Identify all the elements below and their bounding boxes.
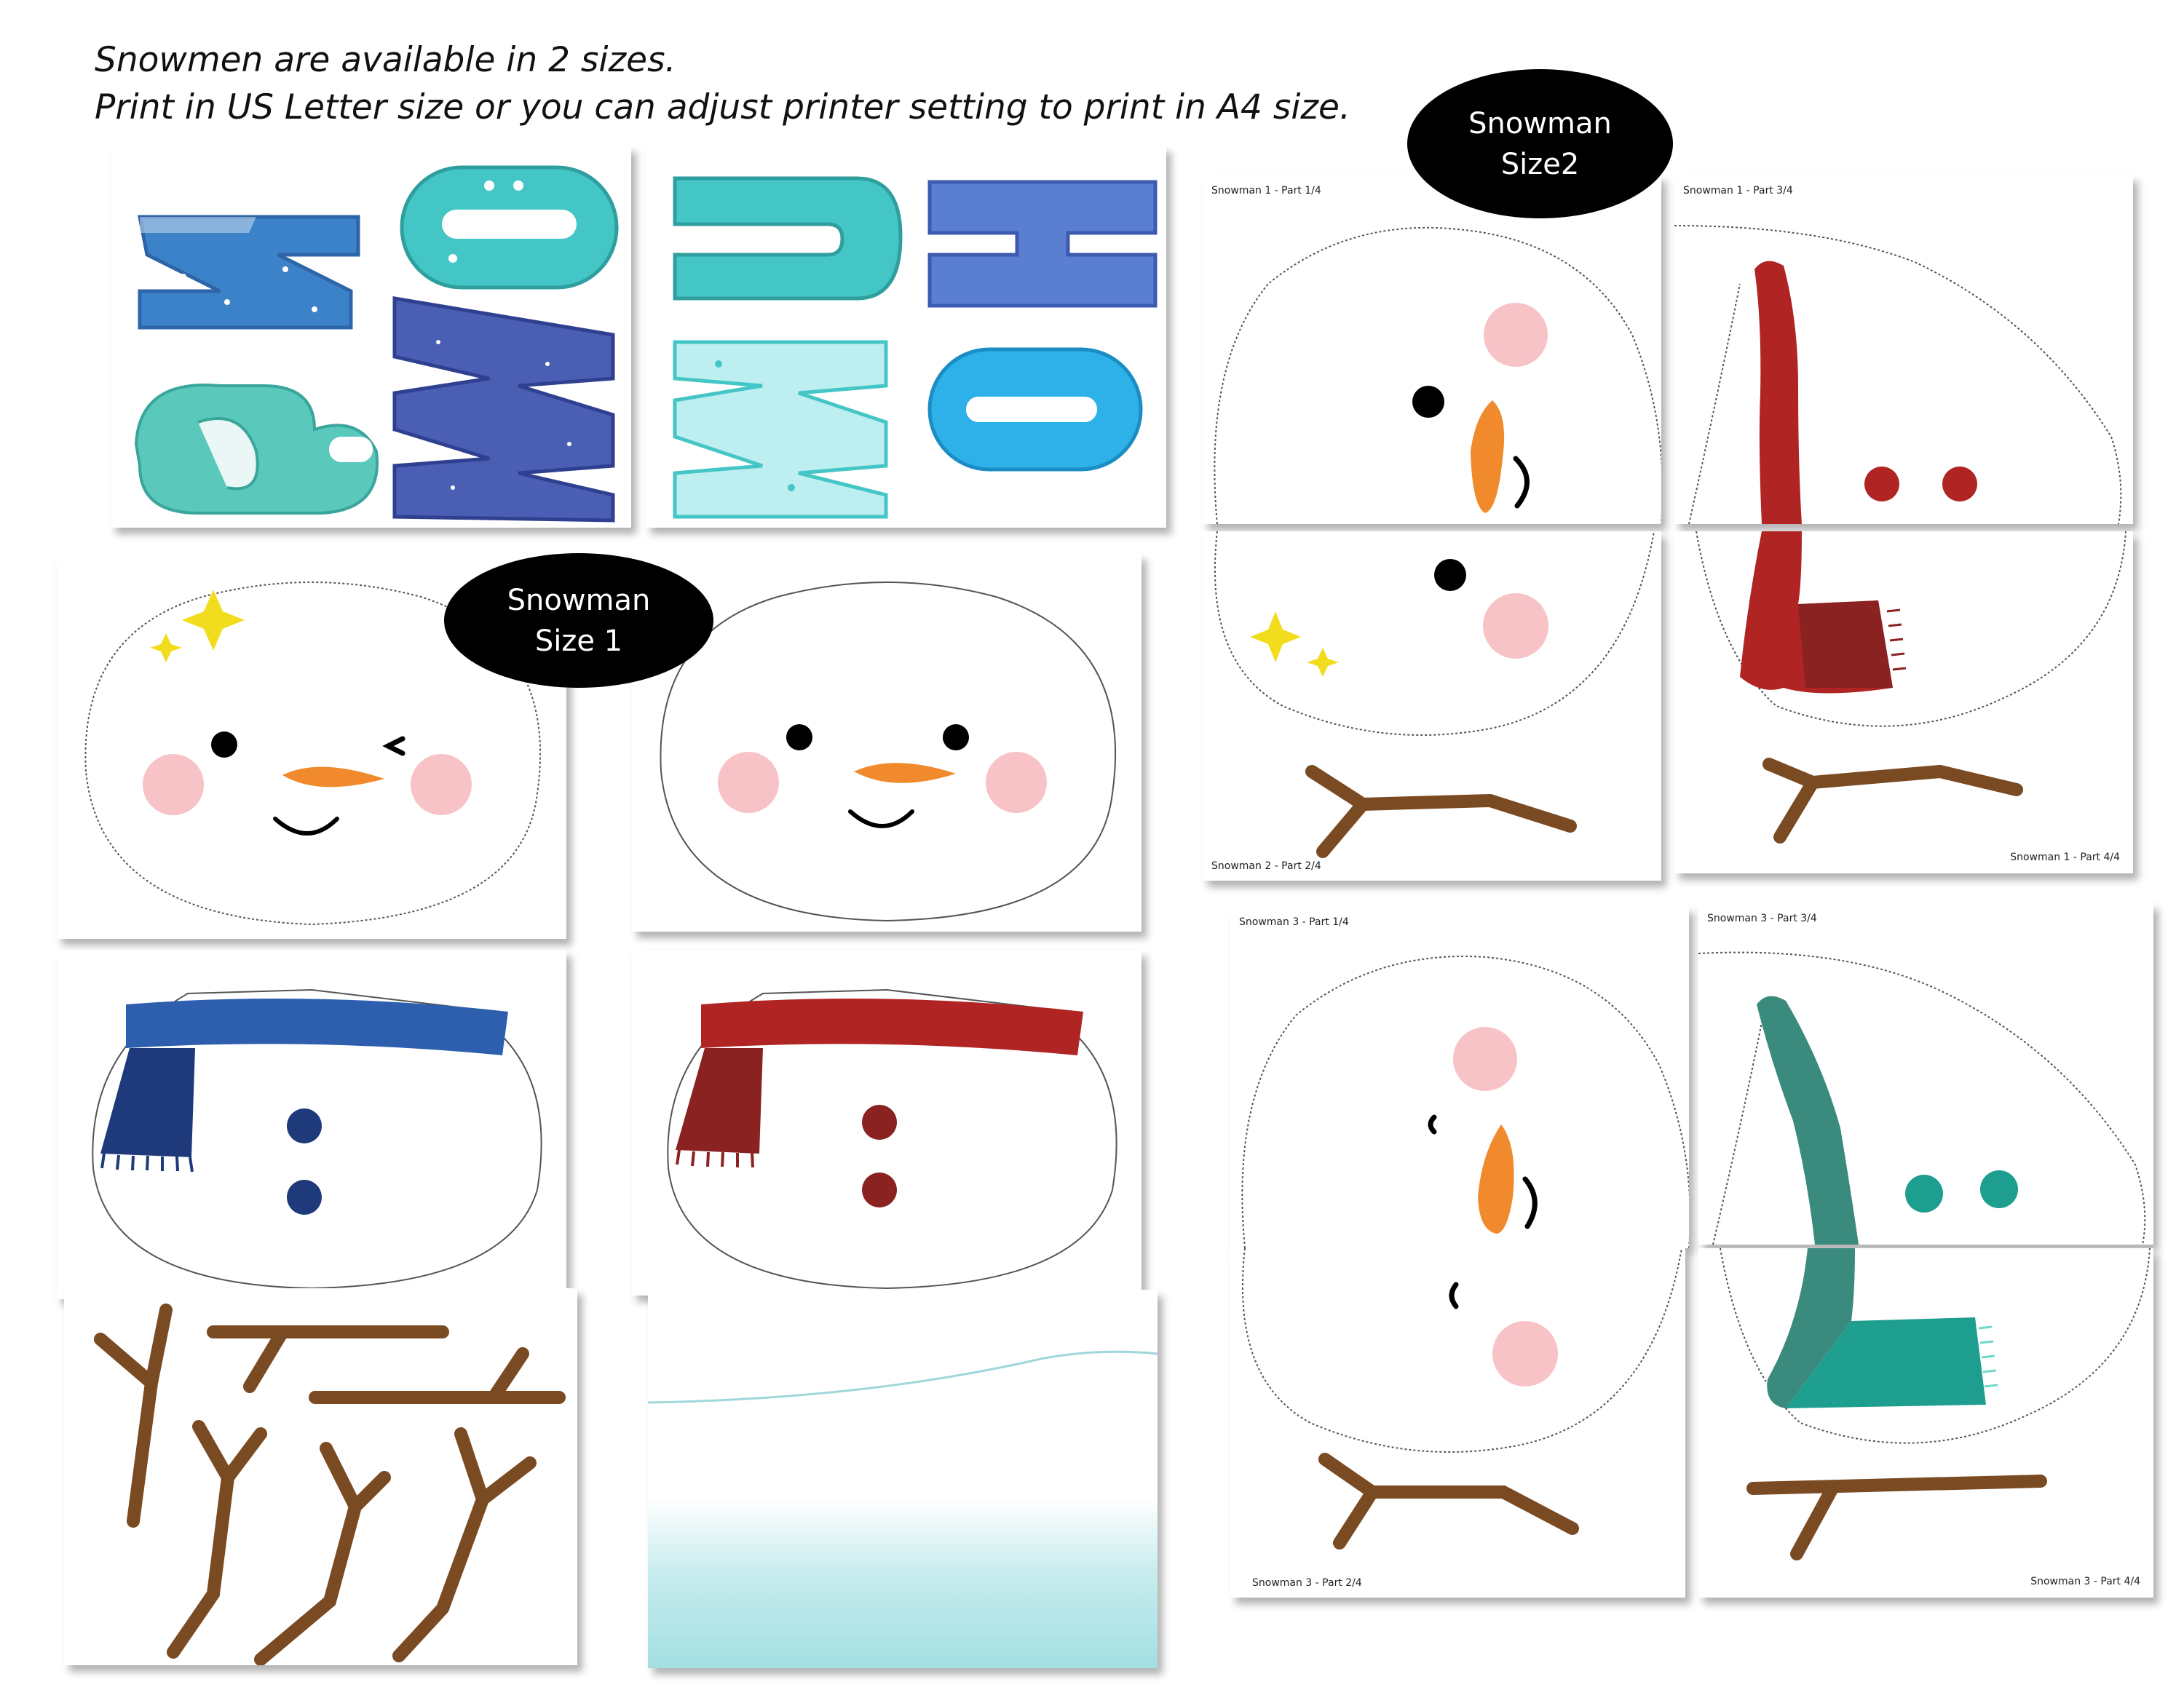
letter-w-teal-art [673,340,888,519]
snowman1-body-blue-card [57,950,566,1299]
s1-part1-card: Snowman 1 - Part 1/4 [1203,175,1661,524]
letter-o-art [400,165,619,290]
s3-part3-art [1698,951,2146,1245]
instruction-line-2: Print in US Letter size or you can adjus… [95,87,1350,127]
s2-part2-card: Snowman 2 - Part 2/4 [1203,531,1661,881]
letters-card-2 [646,146,1166,528]
letter-n-art [137,215,360,330]
part-label: Snowman 1 - Part 3/4 [1683,185,1793,197]
letter-s-art [134,384,379,515]
s1-part4-card: Snowman 1 - Part 4/4 [1674,531,2133,873]
bubble-size1-line2: Size 1 [534,624,623,658]
letter-c-art [927,347,1143,472]
part-label: Snowman 1 - Part 4/4 [2010,852,2120,863]
snowman1-body-red-card [632,950,1142,1296]
s3-part1-card: Snowman 3 - Part 1/4 [1230,906,1689,1248]
letter-h-art [927,180,1158,308]
s2-part2-art [1214,531,1655,858]
s1-part3-card: Snowman 1 - Part 3/4 [1674,175,2133,524]
s3-part2-art [1241,1248,1682,1550]
stick-arms [94,1304,566,1665]
snow-ground-card [648,1290,1158,1668]
snowman-body-blue-scarf [92,988,542,1290]
snowman-head-happy [660,582,1117,922]
snowman-head-wink [84,582,542,926]
letters-card-1 [111,146,631,528]
s3-part2-card: Snowman 3 - Part 2/4 [1230,1248,1685,1598]
s1-part1-art [1214,226,1661,524]
part-label: Snowman 3 - Part 3/4 [1707,913,1817,924]
bubble-size1-line1: Snowman [507,583,651,617]
snowman1-head-happy-card [632,553,1142,932]
part-label: Snowman 3 - Part 1/4 [1239,916,1349,928]
s1-part4-art [1696,531,2126,844]
letters-m-a-n-c-h [673,176,1158,519]
sparkle-icon [182,590,245,651]
part-label: Snowman 1 - Part 1/4 [1211,185,1321,197]
s3-part4-card: Snowman 3 - Part 4/4 [1698,1248,2153,1598]
snowman-body-red-scarf [667,988,1117,1290]
s3-part3-card: Snowman 3 - Part 3/4 [1698,902,2153,1245]
letter-u-art [673,176,903,301]
s3-part1-art [1241,956,1689,1248]
s1-part3-art [1674,225,2122,524]
letter-w-art [392,296,615,523]
instruction-line-1: Snowmen are available in 2 sizes. [95,40,676,80]
snowman-size1-bubble: Snowman Size 1 [444,553,713,688]
letters-s-n-o-w [134,165,619,523]
stick-arms-card [64,1288,577,1665]
snowman1-head-wink-card [57,553,566,939]
part-label: Snowman 3 - Part 4/4 [2030,1576,2140,1587]
snowman-size2-bubble: Snowman Size2 [1407,69,1673,218]
part-label: Snowman 2 - Part 2/4 [1211,860,1321,872]
part-label: Snowman 3 - Part 2/4 [1252,1577,1362,1589]
snow-ground [648,1290,1158,1668]
s3-part4-art [1720,1248,2151,1560]
bubble-size2-line2: Size2 [1500,147,1580,181]
bubble-size2-line1: Snowman [1468,106,1612,140]
